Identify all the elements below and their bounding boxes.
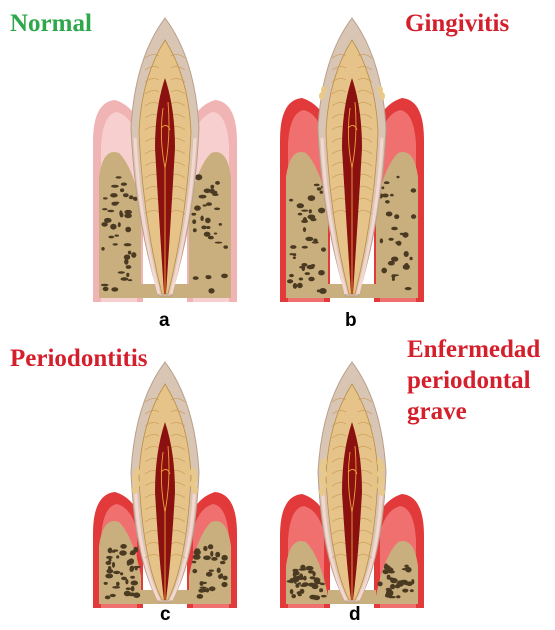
label-a: a: [159, 310, 170, 332]
label-d: d: [349, 604, 361, 626]
panel-b-gingivitis-tooth: [272, 12, 432, 302]
tooth-illustration: [85, 356, 245, 608]
label-c: c: [160, 604, 171, 626]
title-normal: Normal: [10, 10, 92, 38]
panel-c-periodontitis-tooth: [85, 356, 245, 608]
tooth-illustration: [85, 12, 245, 302]
tooth-illustration: [272, 356, 432, 608]
panel-d-severe-tooth: [272, 356, 432, 608]
tooth-illustration: [272, 12, 432, 302]
panel-a-normal-tooth: [85, 12, 245, 302]
label-b: b: [345, 310, 357, 332]
